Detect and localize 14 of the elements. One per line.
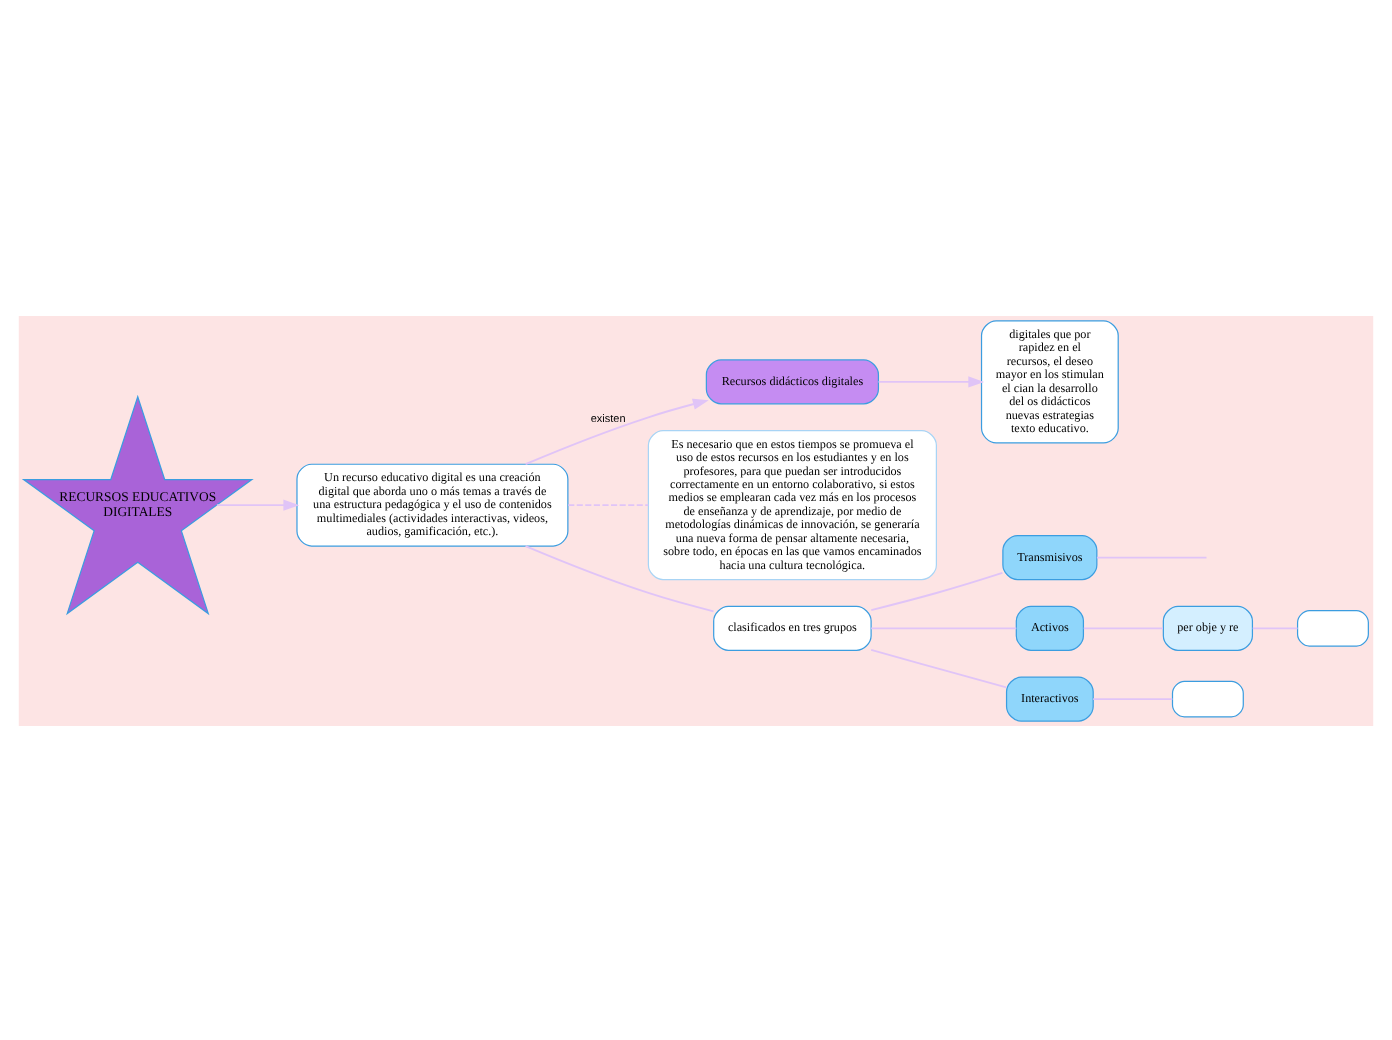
connector [870,626,1018,629]
connector [1092,697,1174,700]
arrow [877,375,985,387]
arrow [216,498,300,510]
node-box [1171,679,1244,717]
connector [1096,555,1208,558]
arrow [524,397,709,464]
connector [870,648,1008,688]
connector [870,571,1004,610]
connector [567,503,650,506]
connector [1251,626,1299,629]
node-box [1296,609,1369,646]
connector [524,544,715,612]
connector [1082,626,1164,629]
